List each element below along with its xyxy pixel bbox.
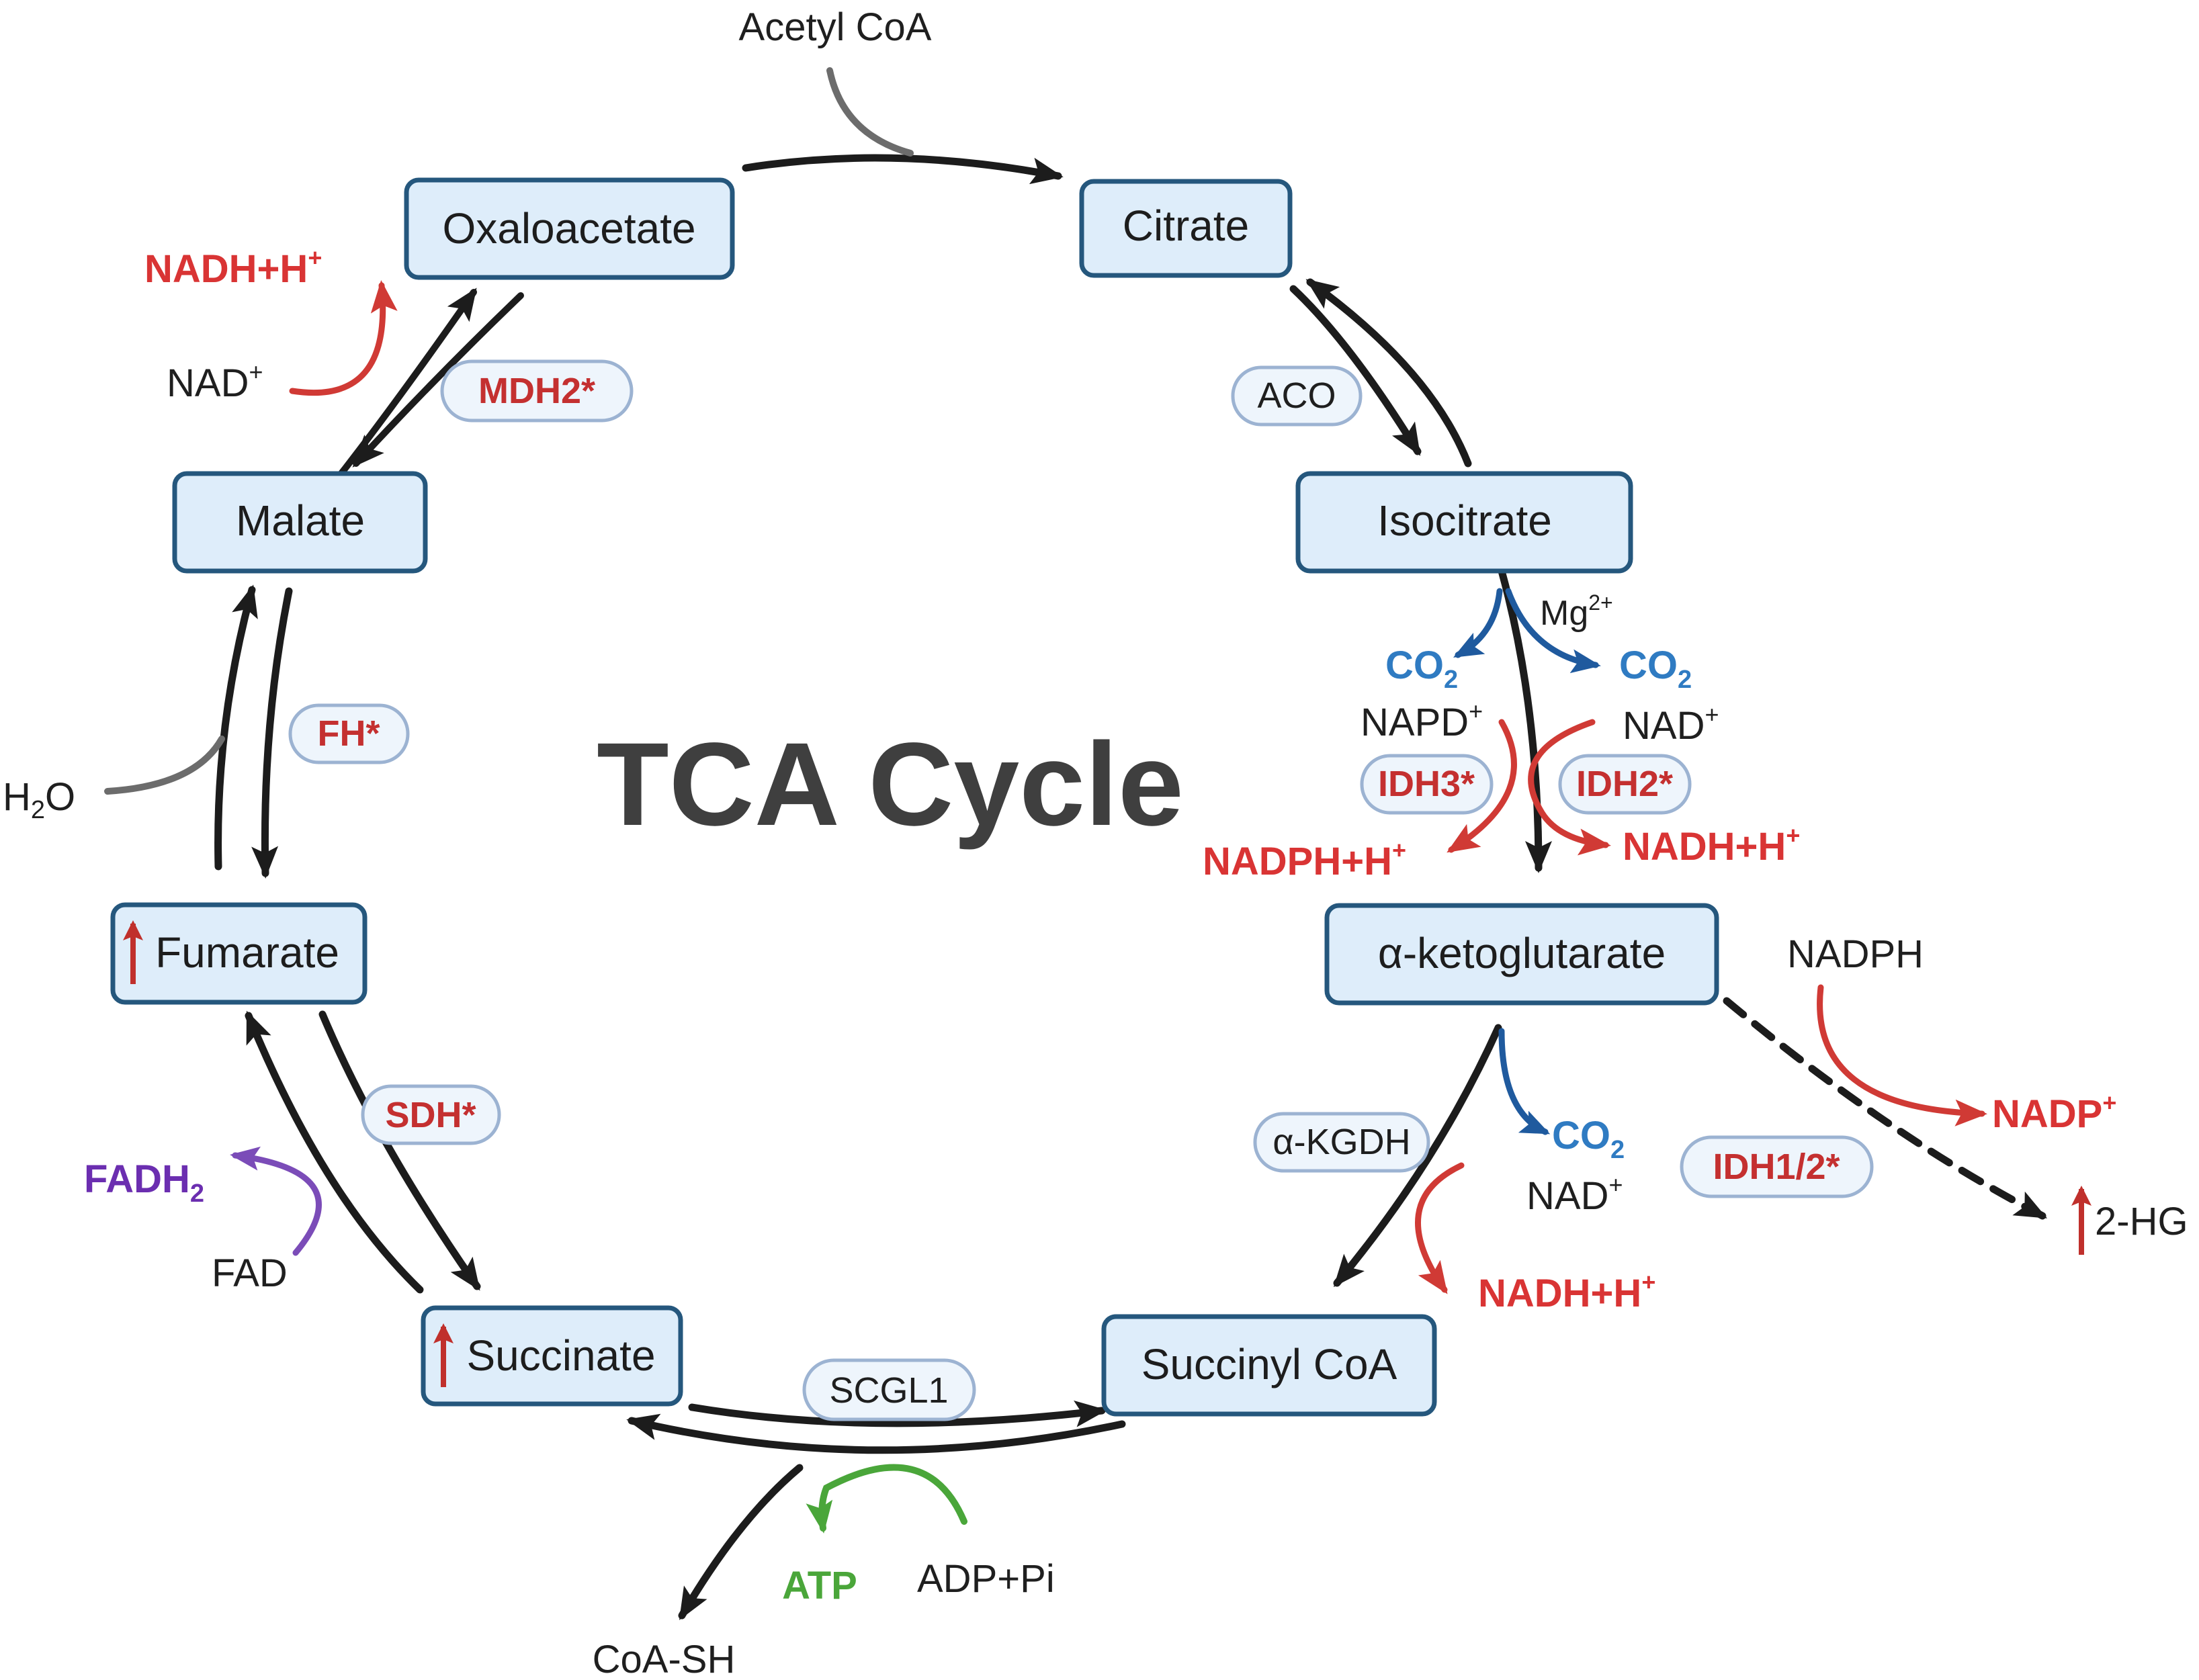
arrow-nadph-nadp: [1817, 984, 1987, 1126]
enzyme-mdh2: MDH2*: [440, 359, 634, 423]
label-nadph: NADPH: [1787, 932, 1924, 976]
arrow-idh3: [1447, 719, 1517, 853]
arrow-malate-oaa: [333, 288, 477, 484]
arrow-succinate-succinylcoa: [688, 1400, 1107, 1427]
enzyme-idh3: IDH3*: [1360, 754, 1494, 815]
label-akgdh: α-KGDH: [1273, 1122, 1410, 1162]
arrow-succinylcoa-succinate: [626, 1413, 1126, 1454]
label-succinyl-coa: Succinyl CoA: [1141, 1340, 1397, 1388]
arrow-h2o-in: [104, 736, 225, 795]
label-akg: α-ketoglutarate: [1378, 929, 1666, 977]
label-fad: FAD: [212, 1251, 288, 1295]
label-nad-mdh2: NAD+: [167, 358, 263, 405]
arrow-oaa-malate: [352, 292, 524, 468]
label-aco: ACO: [1257, 375, 1336, 416]
label-co2-isocitrate-right: CO2: [1619, 644, 1692, 694]
arrow-adp-atp: [806, 1464, 967, 1534]
label-citrate: Citrate: [1123, 202, 1250, 250]
arrow-mdh2-nadh: [289, 280, 398, 396]
label-2hg: 2-HG: [2095, 1200, 2188, 1243]
arrow-akg-succinylcoa: [1333, 1024, 1502, 1288]
node-citrate: Citrate: [1079, 179, 1293, 278]
enzyme-aco: ACO: [1231, 365, 1363, 427]
label-co2-isocitrate-left: CO2: [1385, 644, 1458, 694]
label-co2-akg: CO2: [1552, 1114, 1625, 1164]
arrow-co2-right: [1505, 588, 1601, 674]
side-reactions: [230, 280, 2048, 1534]
arrow-oaa-citrate: [742, 154, 1064, 185]
arrow-coash-out: [678, 1464, 804, 1620]
label-nad-idh2: NAD+: [1623, 701, 1719, 748]
label-sdh: SDH*: [385, 1095, 476, 1135]
label-atp: ATP: [782, 1564, 857, 1607]
label-mg: Mg2+: [1540, 590, 1613, 633]
arrow-co2-left: [1453, 588, 1503, 658]
label-isocitrate: Isocitrate: [1377, 496, 1552, 545]
diagram-title: TCA Cycle: [597, 719, 1184, 850]
label-idh2: IDH2*: [1576, 764, 1673, 804]
node-fumarate: Fumarate: [110, 902, 368, 1005]
cycle-arrows: [104, 67, 1552, 1620]
label-scgl1: SCGL1: [829, 1370, 948, 1411]
enzyme-scgl1: SCGL1: [802, 1358, 976, 1421]
label-fumarate: Fumarate: [155, 928, 339, 977]
label-oxaloacetate: Oxaloacetate: [442, 204, 695, 253]
node-oxaloacetate: Oxaloacetate: [404, 177, 735, 280]
label-nadph-h: NADPH+H+: [1203, 836, 1406, 883]
label-malate: Malate: [236, 496, 365, 545]
label-h2o: H2O: [3, 775, 75, 824]
enzyme-sdh: SDH*: [361, 1084, 501, 1145]
enzyme-fh: FH*: [288, 703, 410, 764]
arrow-fumarate-malate: [214, 584, 258, 871]
label-nadh-h-mdh2: NADH+H+: [144, 244, 322, 291]
label-nad-akgdh: NAD+: [1526, 1171, 1623, 1218]
label-succinate: Succinate: [466, 1331, 655, 1380]
label-adp-pi: ADP+Pi: [917, 1557, 1055, 1601]
arrow-fad-fadh2: [230, 1146, 322, 1256]
arrow-akg-2hg: [1723, 997, 2048, 1220]
label-nadh-h-akgdh: NADH+H+: [1478, 1268, 1655, 1315]
enzyme-idh12: IDH1/2*: [1680, 1135, 1874, 1198]
node-succinate: Succinate: [421, 1305, 683, 1407]
label-idh12: IDH1/2*: [1713, 1147, 1840, 1187]
node-malate: Malate: [172, 471, 428, 574]
arrow-isocitrate-citrate: [1305, 278, 1472, 468]
arrow-akgdh-nadh: [1414, 1162, 1465, 1294]
node-succinyl-coa: Succinyl CoA: [1101, 1314, 1437, 1417]
arrow-isocitrate-akg: [1498, 567, 1552, 873]
enzyme-idh2: IDH2*: [1558, 754, 1692, 815]
label-nadp: NADP+: [1992, 1089, 2116, 1136]
arrow-akg-co2: [1498, 1028, 1551, 1135]
enzyme-akgdh: α-KGDH: [1253, 1112, 1430, 1173]
label-acetyl-coa: Acetyl CoA: [739, 5, 932, 49]
label-nadh-h-idh2: NADH+H+: [1623, 822, 1800, 869]
arrow-fumarate-succinate: [318, 1010, 481, 1291]
arrow-idh2: [1528, 719, 1611, 856]
node-isocitrate: Isocitrate: [1295, 471, 1633, 574]
arrow-malate-fumarate: [251, 587, 293, 879]
label-idh3: IDH3*: [1378, 764, 1475, 804]
label-coa-sh: CoA-SH: [593, 1638, 736, 1680]
arrow-acetylcoa-in: [826, 67, 914, 157]
label-fadh2: FADH2: [84, 1157, 204, 1208]
node-akg: α-ketoglutarate: [1324, 903, 1719, 1006]
arrow-succinate-fumarate: [245, 1010, 424, 1294]
label-mdh2: MDH2*: [478, 371, 595, 411]
label-napd: NAPD+: [1361, 697, 1483, 744]
label-fh: FH*: [318, 713, 380, 754]
